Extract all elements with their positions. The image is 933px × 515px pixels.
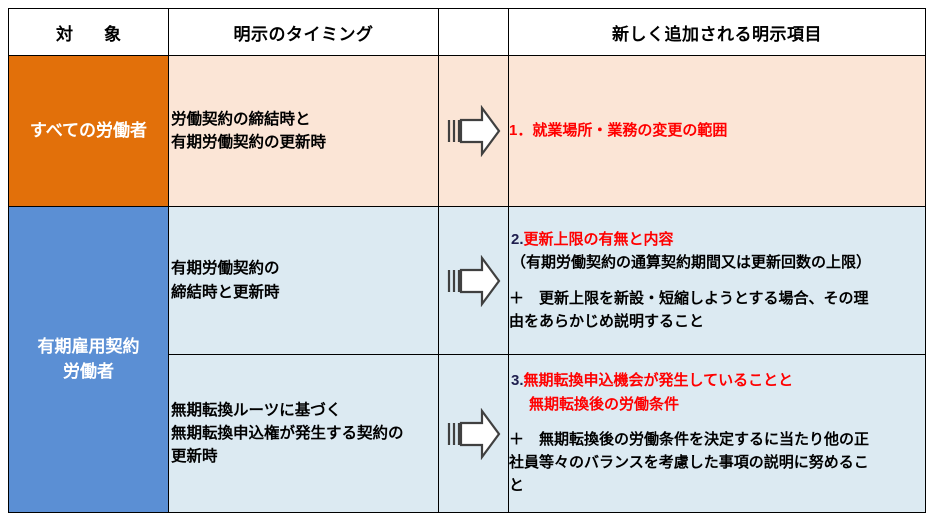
item-note-line: と xyxy=(509,477,525,495)
target-label-fixed-term-line2: 労働者 xyxy=(63,361,114,381)
disclosure-items-table: 対 象 明示のタイミング 新しく追加される明示項目 すべての労働者 労働契約の締… xyxy=(8,8,926,513)
arrow-cell-row2 xyxy=(438,206,509,355)
target-label-fixed-term-line1: 有期雇用契約 xyxy=(37,336,140,356)
item-title-3: 無期転換申込機会が発生していることと xyxy=(523,372,794,390)
timing-cell-row2: 有期労働契約の 締結時と更新時 xyxy=(168,206,439,355)
block-arrow-right-icon xyxy=(447,105,500,157)
table-row: 有期雇用契約 労働者 有期労働契約の 締結時と更新時 2.更新上限の有無と内容 … xyxy=(8,206,926,513)
arrow-cell-row3 xyxy=(438,354,509,513)
table-header-row: 対 象 明示のタイミング 新しく追加される明示項目 xyxy=(8,8,926,56)
timing-cell-row3: 無期転換ルーツに基づく 無期転換申込権が発生する契約の 更新時 xyxy=(168,354,439,513)
arrow-cell-row1 xyxy=(438,55,509,207)
item-number-2: 2. xyxy=(511,231,524,248)
header-label-items: 新しく追加される明示項目 xyxy=(612,24,822,44)
spacer xyxy=(509,416,925,428)
timing-line: 締結時と更新時 xyxy=(171,283,280,301)
timing-line: 無期転換ルーツに基づく xyxy=(171,401,342,419)
item-title-2: 更新上限の有無と内容 xyxy=(523,231,674,248)
target-cell-fixed-term-workers: 有期雇用契約 労働者 xyxy=(8,206,169,513)
timing-cell-row1: 労働契約の締結時と 有期労働契約の更新時 xyxy=(168,55,439,207)
header-label-timing: 明示のタイミング xyxy=(233,24,374,44)
header-cell-timing: 明示のタイミング xyxy=(168,8,439,56)
target-label-all-workers: すべての労働者 xyxy=(29,120,148,140)
items-cell-row3: 3.無期転換申込機会が発生していることと 無期転換後の労働条件 ＋ 無期転換後の… xyxy=(508,354,926,513)
timing-line: 労働契約の締結時と xyxy=(171,110,311,128)
table-row: 無期転換ルーツに基づく 無期転換申込権が発生する契約の 更新時 3.無期転換申込… xyxy=(9,354,926,513)
item-note-line: ＋ 更新上限を新設・短縮しようとする場合、その理 xyxy=(509,289,869,307)
item-note-line: 由をあらかじめ説明すること xyxy=(509,312,705,330)
target-cell-all-workers: すべての労働者 xyxy=(8,55,169,207)
item-number-1: 1． xyxy=(509,122,533,140)
item-subtitle-2: （有期労働契約の通算契約期間又は更新回数の上限） xyxy=(511,254,872,272)
block-arrow-right-icon xyxy=(447,407,500,460)
header-cell-arrow xyxy=(438,8,509,56)
timing-line: 更新時 xyxy=(171,448,218,466)
table-row: すべての労働者 労働契約の締結時と 有期労働契約の更新時 1．就業場所・業務の変… xyxy=(8,55,926,207)
header-cell-items: 新しく追加される明示項目 xyxy=(508,8,926,56)
block-arrow-right-icon xyxy=(447,254,500,307)
timing-line: 有期労働契約の xyxy=(171,260,280,278)
timing-line: 無期転換申込権が発生する契約の xyxy=(171,424,404,442)
timing-line: 有期労働契約の更新時 xyxy=(171,134,327,151)
item-title-1: 就業場所・業務の変更の範囲 xyxy=(532,122,728,140)
header-label-target: 対 象 xyxy=(56,24,128,44)
item-number-3: 3. xyxy=(511,372,524,390)
items-cell-row2: 2.更新上限の有無と内容 （有期労働契約の通算契約期間又は更新回数の上限） ＋ … xyxy=(508,206,926,355)
items-cell-row1: 1．就業場所・業務の変更の範囲 xyxy=(508,55,926,207)
item-note-line: ＋ 無期転換後の労働条件を決定するに当たり他の正 xyxy=(509,430,870,448)
item-title-3-line2: 無期転換後の労働条件 xyxy=(529,395,680,413)
header-cell-target: 対 象 xyxy=(8,8,169,56)
item-note-line: 社員等々のバランスを考慮した事項の説明に努めるこ xyxy=(509,454,869,472)
spacer xyxy=(509,275,925,287)
